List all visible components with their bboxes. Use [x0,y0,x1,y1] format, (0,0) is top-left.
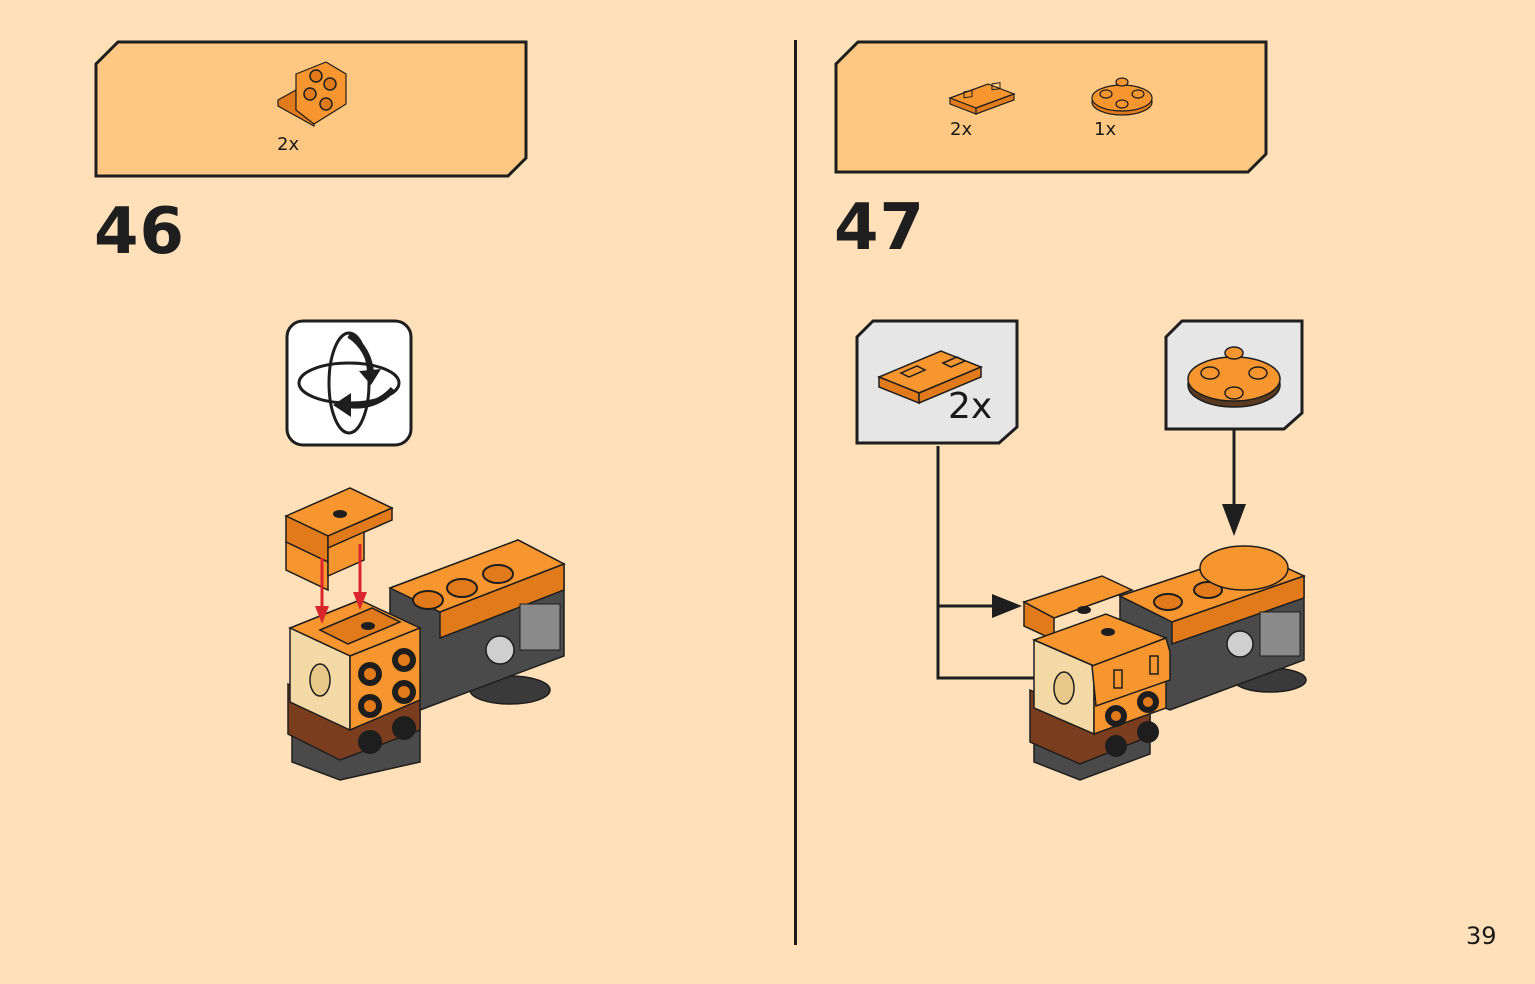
tile-callout [855,319,1019,445]
callout-qty: 2x [948,386,993,427]
page-divider [794,40,797,945]
round-plate-callout [1164,319,1304,431]
orange-round-plate-icon [1091,77,1153,116]
model-assembly-47 [1022,545,1307,781]
rotate-model-icon [285,319,413,447]
part-qty: 2x [950,119,973,140]
step-number: 46 [94,195,186,269]
step-number: 47 [834,191,926,265]
model-assembly-46 [284,487,566,781]
part-qty: 1x [1094,119,1117,140]
parts-box-47 [834,40,1268,174]
page-number: 39 [1466,922,1497,950]
part-qty: 2x [277,134,300,155]
orange-bracket-plate-icon [277,61,347,128]
orange-tile-with-groove-icon [948,82,1016,115]
